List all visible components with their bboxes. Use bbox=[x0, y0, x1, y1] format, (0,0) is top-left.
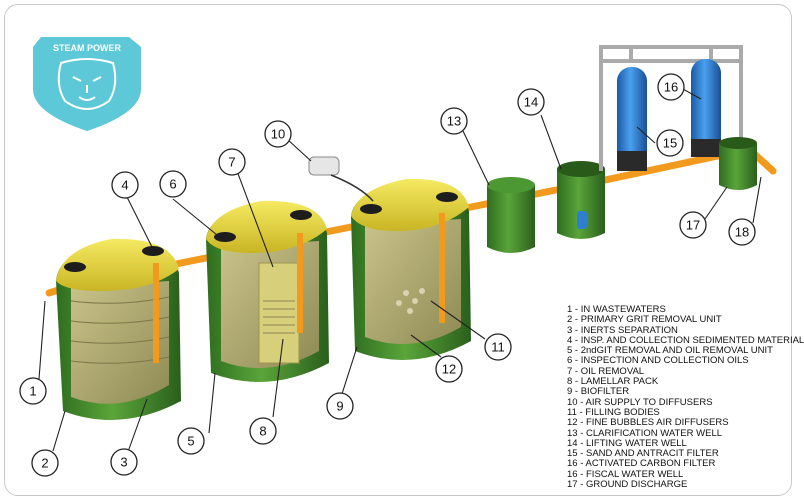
callout-label: 3 bbox=[120, 455, 127, 470]
legend-item: 2 - PRIMARY GRIT REMOVAL UNIT bbox=[567, 314, 722, 326]
callout-13: 13 bbox=[440, 107, 468, 135]
callout-15: 15 bbox=[656, 129, 684, 157]
callout-label: 8 bbox=[259, 424, 266, 439]
sand-antracit-filter bbox=[617, 67, 647, 171]
callout-label: 18 bbox=[735, 225, 749, 240]
fiscal-water-well bbox=[719, 137, 757, 190]
callout-label: 14 bbox=[524, 95, 538, 110]
steam-power-logo: STEAM POWER bbox=[33, 37, 141, 131]
clarification-well bbox=[487, 177, 535, 253]
legend-item: 3 - INERTS SEPARATION bbox=[567, 324, 678, 336]
tank-primary-grit bbox=[56, 238, 181, 420]
legend-item: 16 - ACTIVATED CARBON FILTER bbox=[567, 458, 716, 470]
filter-piping bbox=[599, 45, 743, 171]
tank-biofilter bbox=[351, 178, 471, 360]
legend-item: 12 - FINE BUBBLES AIR DIFFUSERS bbox=[567, 417, 729, 429]
callout-17: 17 bbox=[679, 211, 707, 239]
logo-text: STEAM POWER bbox=[53, 43, 122, 53]
callout-5: 5 bbox=[177, 427, 205, 455]
activated-carbon-filter bbox=[691, 59, 721, 157]
callout-18: 18 bbox=[728, 218, 756, 246]
callout-label: 9 bbox=[336, 399, 343, 414]
callout-label: 7 bbox=[228, 155, 235, 170]
callout-6: 6 bbox=[159, 170, 187, 198]
legend-item: 11 - FILLING BODIES bbox=[567, 406, 660, 418]
callout-14: 14 bbox=[517, 88, 545, 116]
legend-item: 5 - 2ndGIT REMOVAL AND OIL REMOVAL UNIT bbox=[567, 345, 773, 357]
tank-oil-removal bbox=[206, 200, 329, 382]
callout-label: 17 bbox=[686, 218, 700, 233]
legend-item: 17 - GROUND DISCHARGE bbox=[567, 479, 688, 491]
lifting-well bbox=[557, 161, 605, 239]
callout-4: 4 bbox=[111, 171, 139, 199]
callout-label: 13 bbox=[447, 114, 461, 129]
legend-item: 8 - LAMELLAR PACK bbox=[567, 376, 659, 388]
legend-item: 13 - CLARIFICATION WATER WELL bbox=[567, 427, 723, 439]
callout-7: 7 bbox=[218, 148, 246, 176]
legend-item: 9 - BIOFILTER bbox=[567, 386, 630, 398]
callout-11: 11 bbox=[484, 333, 512, 361]
callout-3: 3 bbox=[110, 448, 138, 476]
callout-label: 12 bbox=[442, 362, 456, 377]
callout-1: 1 bbox=[19, 377, 47, 405]
callout-label: 16 bbox=[664, 80, 678, 95]
lion-head-icon bbox=[57, 58, 117, 110]
diagram-frame: STEAM POWER bbox=[4, 4, 804, 496]
callout-label: 2 bbox=[41, 456, 48, 471]
callout-label: 5 bbox=[187, 434, 194, 449]
legend: 1 - IN WASTEWATERS 2 - PRIMARY GRIT REMO… bbox=[567, 304, 804, 491]
legend-item: 16 - FISCAL WATER WELL bbox=[567, 468, 684, 480]
legend-item: 15 - SAND AND ANTRACIT FILTER bbox=[567, 448, 719, 460]
callout-label: 15 bbox=[663, 136, 677, 151]
callout-12: 12 bbox=[435, 355, 463, 383]
legend-item: 10 - AIR SUPPLY TO DIFFUSERS bbox=[567, 396, 713, 408]
callout-9: 9 bbox=[326, 392, 354, 420]
callout-label: 4 bbox=[121, 178, 128, 193]
callout-10: 10 bbox=[264, 120, 292, 148]
legend-item: 1 - IN WASTEWATERS bbox=[567, 304, 666, 315]
callout-label: 6 bbox=[169, 177, 176, 192]
legend-item: 7 - OIL REMOVAL bbox=[567, 365, 645, 377]
callout-16: 16 bbox=[657, 73, 685, 101]
callout-label: 10 bbox=[271, 127, 285, 142]
callout-8: 8 bbox=[249, 417, 277, 445]
air-blower bbox=[308, 156, 374, 202]
leader-lines bbox=[38, 88, 762, 452]
legend-item: 14 - LIFTING WATER WELL bbox=[567, 437, 687, 449]
callout-label: 11 bbox=[491, 340, 505, 355]
treatment-plant-illustration: STEAM POWER bbox=[19, 37, 777, 477]
callout-2: 2 bbox=[31, 449, 59, 477]
legend-item: 6 - INSPECTION AND COLLECTION OILS bbox=[567, 355, 749, 367]
callout-label: 1 bbox=[29, 384, 36, 399]
legend-item: 4 - INSP. AND COLLECTION SEDIMENTED MATE… bbox=[567, 334, 804, 346]
